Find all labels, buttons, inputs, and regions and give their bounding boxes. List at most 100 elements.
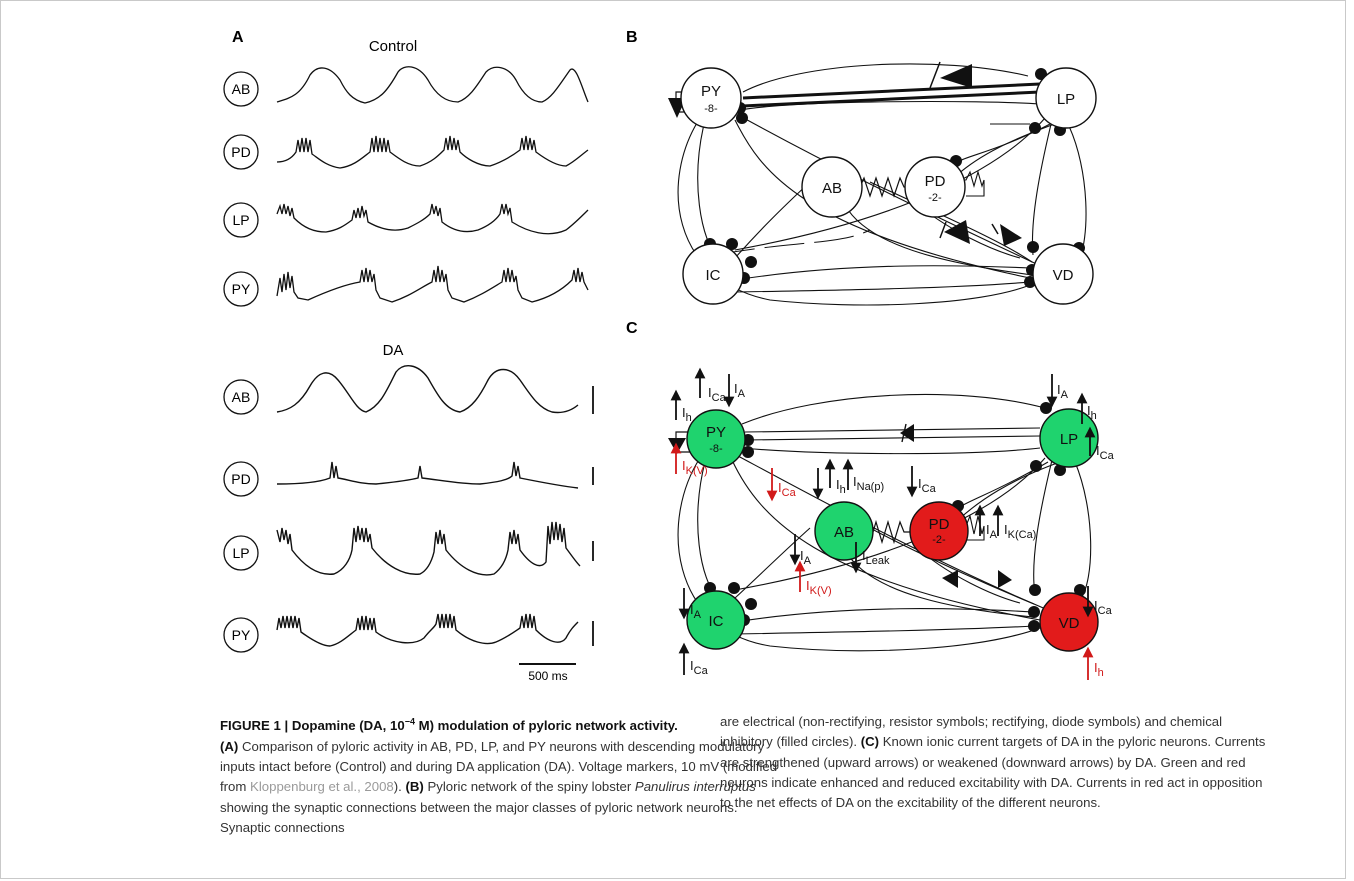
c-vd-ih-label: Ih xyxy=(1094,660,1104,679)
c-pd-ia-label: IA xyxy=(986,522,998,541)
panel-c: C xyxy=(626,320,1115,680)
c-label-ab: AB xyxy=(834,524,854,541)
panel-b-label: B xyxy=(626,29,638,46)
c-node-ab xyxy=(814,501,874,561)
caption-citation[interactable]: Kloppenburg et al., 2008 xyxy=(250,779,394,795)
caption-title: FIGURE 1 | Dopamine (DA, 10−4 M) modulat… xyxy=(220,717,678,734)
c-label-ic: IC xyxy=(709,613,724,630)
da-label-pd: PD xyxy=(231,471,250,487)
panel-c-nodes xyxy=(686,408,1099,652)
caption-a-label: (A) xyxy=(220,738,239,754)
b-label-vd: VD xyxy=(1053,267,1074,284)
da-label-ab: AB xyxy=(232,389,251,405)
c-label-pd-sub: -2- xyxy=(932,534,946,546)
da-neuron-labels: AB PD LP PY xyxy=(223,379,259,653)
panel-b-nodes xyxy=(680,67,1097,305)
c-ab-ikv-label: IK(V) xyxy=(806,578,832,597)
control-label-lp: LP xyxy=(232,212,249,228)
c-py-ia-label: IA xyxy=(734,381,746,400)
c-label-lp: LP xyxy=(1060,431,1078,448)
da-label-lp: LP xyxy=(232,545,249,561)
b-label-py-sub: -8- xyxy=(704,103,718,115)
c-pd-ica-label: ICa xyxy=(918,476,937,495)
trace-da-ab xyxy=(276,365,579,414)
c-label-pd: PD xyxy=(929,516,950,533)
b-node-lp xyxy=(1035,67,1097,129)
c-label-vd: VD xyxy=(1059,615,1080,632)
b-label-lp: LP xyxy=(1057,91,1075,108)
c-node-ic xyxy=(686,590,746,650)
c-ab-ia-label: IA xyxy=(800,548,812,567)
c-node-pd xyxy=(909,501,969,561)
b-label-ab: AB xyxy=(822,180,842,197)
caption-species: Panulirus interruptus xyxy=(634,779,756,795)
c-rectifier-top xyxy=(900,424,914,442)
c-rectifier-pd-vd xyxy=(998,570,1012,588)
control-title: Control xyxy=(369,38,417,55)
panel-a-label: A xyxy=(232,29,244,46)
ab-pd-resistor xyxy=(848,176,912,198)
control-label-pd: PD xyxy=(231,144,250,160)
b-node-ab xyxy=(801,156,863,218)
c-label-py: PY xyxy=(706,424,726,441)
trace-da-pd xyxy=(276,461,579,489)
c-py-ikv-label: IK(V) xyxy=(682,458,708,477)
c-ab-inap-label: INa(p) xyxy=(853,474,884,493)
c-rectifier-ab-vd xyxy=(942,570,958,588)
rectifying-arrow-ab-vd xyxy=(944,220,970,244)
c-ic-ia-label: IA xyxy=(690,602,702,621)
c-label-py-sub: -8- xyxy=(709,443,723,455)
caption-right: are electrical (non-rectifying, resistor… xyxy=(720,714,1266,811)
panel-b-synapse-dots xyxy=(704,68,1085,288)
b-label-py: PY xyxy=(701,83,721,100)
c-lp-ia-label: IA xyxy=(1057,382,1069,401)
panel-a: A Control DA AB PD LP PY AB PD LP PY xyxy=(223,29,594,683)
caption-c-label: (C) xyxy=(860,734,880,750)
da-label-py: PY xyxy=(232,627,251,643)
b-node-pd xyxy=(904,156,966,218)
b-node-py xyxy=(680,67,742,129)
caption-b-label: (B) xyxy=(405,779,424,795)
caption-left: FIGURE 1 | Dopamine (DA, 10−4 M) modulat… xyxy=(220,717,778,835)
trace-control-pd xyxy=(276,135,589,169)
c-ab-ih-label: Ih xyxy=(836,477,846,496)
b-label-pd-sub: -2- xyxy=(928,192,942,204)
c-current-arrows-red xyxy=(670,442,1094,680)
b-label-pd: PD xyxy=(925,173,946,190)
c-pd-ikca-label: IK(Ca) xyxy=(1004,522,1036,541)
trace-control-ab xyxy=(276,66,589,104)
panel-c-node-labels: PY -8- LP AB PD -2- IC VD xyxy=(706,424,1080,632)
time-scale-label: 500 ms xyxy=(528,669,567,683)
c-ic-ica-label: ICa xyxy=(690,658,709,677)
pd-self-resistor xyxy=(954,169,985,197)
b-node-ic xyxy=(682,243,744,305)
panel-b: B xyxy=(626,29,1097,306)
c-py-ih-label: Ih xyxy=(682,405,692,424)
control-label-py: PY xyxy=(232,281,251,297)
da-title: DA xyxy=(383,342,404,359)
b-node-vd xyxy=(1032,243,1094,305)
rectifying-arrow-top xyxy=(940,64,972,88)
rectifying-arrow-pd-vd xyxy=(1000,224,1022,246)
c-current-arrows-black xyxy=(670,367,1096,675)
panel-b-node-labels: PY -8- LP AB PD -2- IC VD xyxy=(701,83,1075,284)
trace-da-lp xyxy=(276,521,581,576)
c-lp-ih-label: Ih xyxy=(1087,403,1097,422)
da-traces xyxy=(276,365,581,647)
control-label-ab: AB xyxy=(232,81,251,97)
control-traces xyxy=(276,66,589,303)
control-neuron-labels: AB PD LP PY xyxy=(223,71,259,307)
caption-a-text: Comparison of pyloric activity in AB, PD… xyxy=(220,738,778,795)
c-vd-ica-label: ICa xyxy=(1094,598,1113,617)
c-node-lp xyxy=(1039,408,1099,468)
trace-da-py xyxy=(276,613,579,647)
c-node-py xyxy=(686,409,746,469)
panel-c-label: C xyxy=(626,320,638,337)
b-label-ic: IC xyxy=(706,267,721,284)
trace-control-py xyxy=(276,265,589,303)
c-lp-ica-label: ICa xyxy=(1096,443,1115,462)
c-py-ica-label: ICa xyxy=(708,385,727,404)
c-ab-ica-red-label: ICa xyxy=(778,480,797,499)
